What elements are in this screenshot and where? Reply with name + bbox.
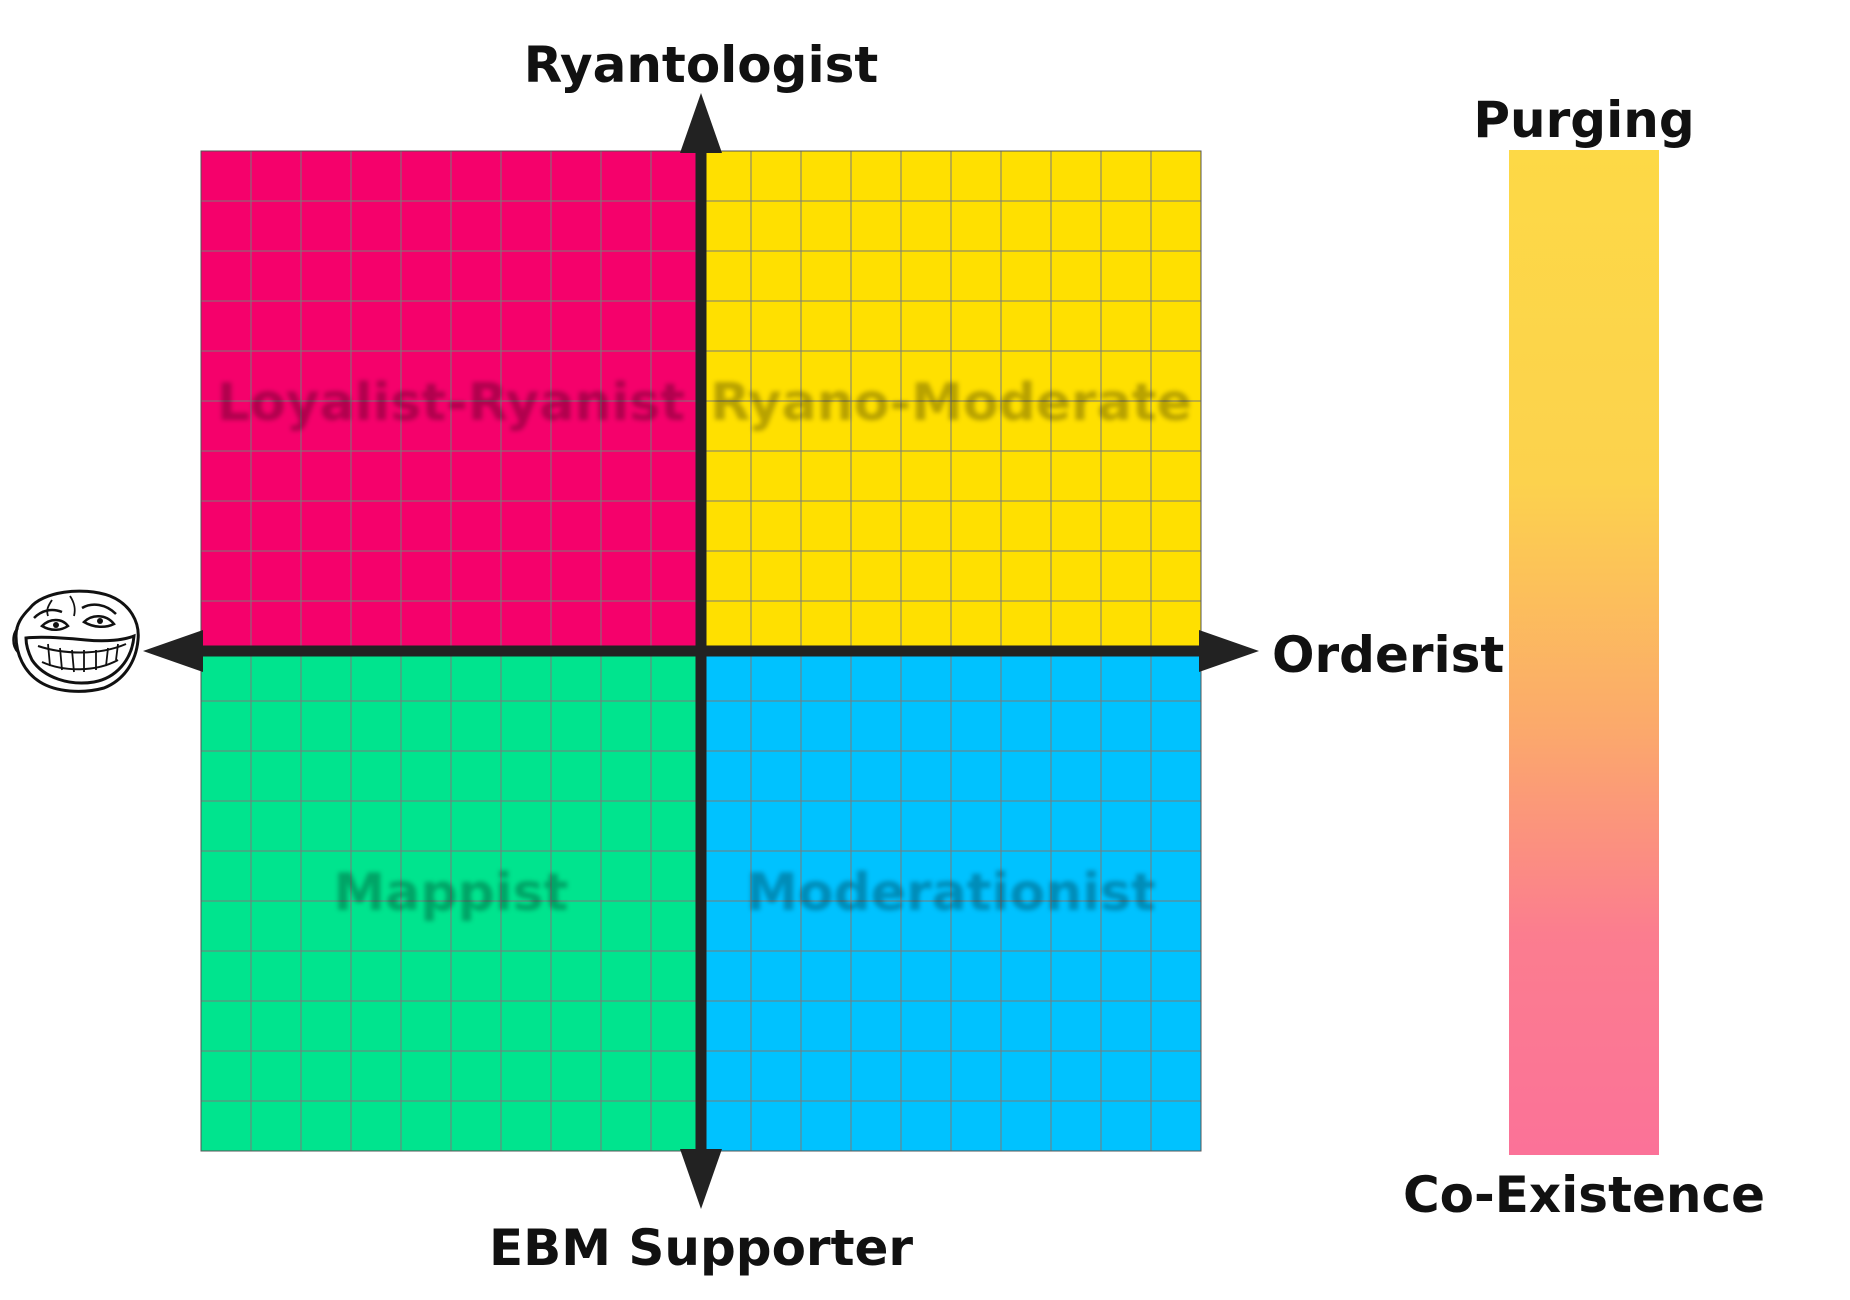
arrow-right bbox=[1199, 630, 1259, 672]
quadrant-label-loyalist-ryanist: Loyalist-Ryanist bbox=[217, 373, 685, 433]
quadrant-label-moderationist: Moderationist bbox=[746, 863, 1156, 923]
axis-label-bottom: EBM Supporter bbox=[488, 1219, 914, 1277]
axes bbox=[143, 93, 1259, 1209]
arrow-down bbox=[680, 1149, 722, 1209]
arrow-left bbox=[143, 630, 203, 672]
scale-label-top: Purging bbox=[1473, 91, 1695, 149]
troll-face-icon bbox=[12, 589, 140, 693]
axis-label-top: Ryantologist bbox=[523, 36, 879, 94]
quadrant-label-mappist: Mappist bbox=[334, 863, 569, 923]
arrow-up bbox=[680, 93, 722, 153]
gradient-scale-bar bbox=[1509, 150, 1659, 1155]
axis-label-right: Orderist bbox=[1272, 626, 1505, 684]
scale-label-bottom: Co-Existence bbox=[1402, 1166, 1766, 1224]
quadrant-label-ryano-moderate: Ryano-Moderate bbox=[710, 373, 1192, 433]
